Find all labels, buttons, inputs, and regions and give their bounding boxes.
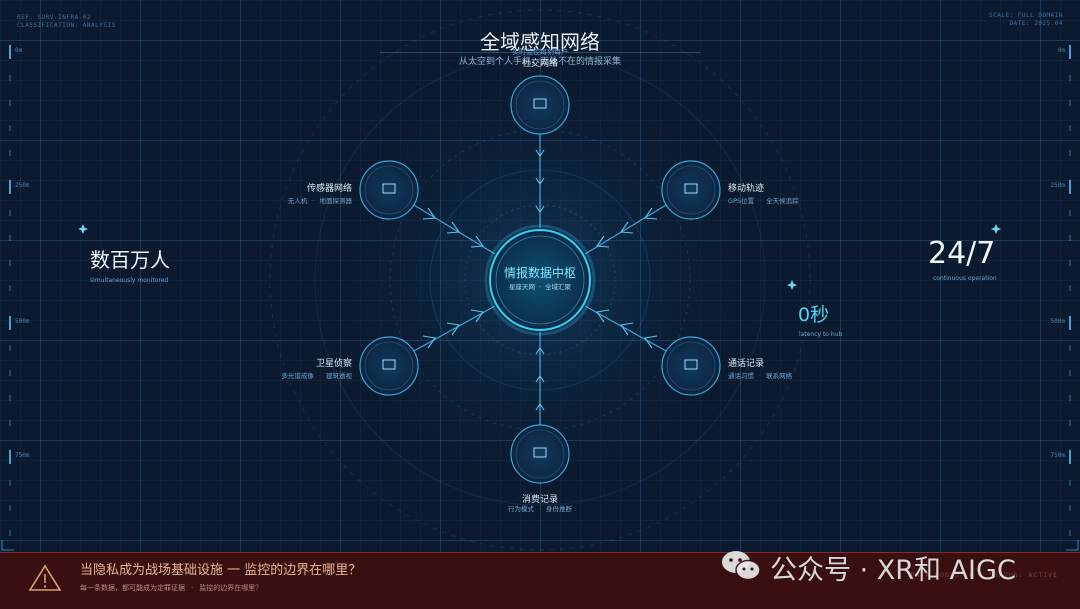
sparkle-icon (991, 224, 1001, 234)
node-upper-left-tags: 无人机·地面探测器 (287, 197, 352, 205)
ruler-right-label: 500m (1050, 318, 1065, 325)
node-upper-right-tags: GPS位置·全天候追踪 (728, 197, 799, 205)
node-bottom-tags: 行为模式·身份推断 (507, 505, 573, 513)
stat-operation-value: 24/7 (928, 236, 996, 271)
ruler-left-label: 250m (15, 182, 30, 189)
node-lower-left-tags: 多光谱成像·建筑透视 (281, 372, 352, 380)
hub-tags: 星座天网·全域汇聚 (508, 283, 572, 291)
ruler-right-label: 0m (1057, 47, 1065, 54)
wechat-icon (722, 551, 761, 581)
stat-latency-value: 0秒 (798, 304, 830, 326)
node-bottom[interactable] (510, 424, 570, 484)
node-lower-right-icon (684, 359, 698, 370)
ruler-left-label: 500m (15, 318, 30, 325)
warning-icon (28, 564, 62, 591)
ruler-left-label: 750m (15, 452, 30, 459)
connector-upper-left (413, 204, 496, 255)
title-divider (380, 52, 700, 53)
node-upper-left-label: 传感器网络 (306, 184, 352, 194)
node-top-label: 社交网络 (521, 59, 558, 69)
node-upper-right-icon (684, 183, 698, 194)
node-top-icon (533, 98, 547, 109)
node-lower-left-icon (382, 359, 396, 370)
connector-upper-right (584, 204, 667, 255)
hub-node[interactable] (484, 224, 596, 336)
sparkle-icon (78, 224, 88, 234)
watermark-text: 公众号 · XR和 AIGC (770, 555, 1016, 586)
node-lower-right-label: 通话记录 (728, 359, 765, 369)
stat-operation-caption: continuous operation (933, 275, 997, 282)
node-lower-left[interactable] (359, 336, 419, 396)
page-subtitle: 从太空到个人手机，无处不在的情报采集 (458, 57, 621, 67)
node-upper-right-label: 移动轨迹 (728, 184, 765, 194)
node-bottom-label: 消费记录 (521, 495, 558, 505)
footer-title: 当隐私成为战场基础设施 一 监控的边界在哪里？ (80, 563, 362, 578)
page-subtitle-small: 实时监控每刻每户 (512, 48, 568, 56)
node-lower-right[interactable] (661, 336, 721, 396)
ruler-right-label: 250m (1050, 182, 1065, 189)
ruler-right-label: 750m (1050, 452, 1065, 459)
stat-monitored-value: 数百万人 (90, 248, 170, 272)
ref-code: REF: SURV-INFRA-02 (17, 14, 92, 21)
hub-title: 情报数据中枢 (503, 266, 576, 280)
scale-label: SCALE: FULL DOMAIN (988, 12, 1063, 19)
network-diagram (1, 9, 1079, 551)
sparkle-icon (787, 280, 797, 290)
node-lower-left-label: 卫星侦察 (315, 359, 352, 369)
node-lower-right-tags: 通话习惯·联系网络 (728, 372, 793, 380)
node-upper-left[interactable] (359, 160, 419, 220)
node-upper-left-icon (382, 183, 396, 194)
node-upper-right[interactable] (661, 160, 721, 220)
classification-label: CLASSIFICATION: ANALYSIS (17, 22, 116, 29)
page-title: 全域感知网络 (480, 30, 600, 54)
date-label: DATE: 2025.04 (1009, 20, 1063, 27)
node-top[interactable] (510, 75, 570, 135)
stat-latency-caption: latency to hub (799, 331, 843, 338)
stat-monitored-caption: simultaneously monitored (90, 277, 169, 284)
sparkle-markers (78, 224, 1001, 290)
connector-arrows (422, 149, 658, 411)
footer-warning-bar: 当隐私成为战场基础设施 一 监控的边界在哪里？ 每一条数据，都可能成为定罪证据·… (0, 552, 1080, 609)
footer-status: DATA NODES: 6 | STATUS: ACTIVE (910, 571, 1058, 579)
node-bottom-icon (533, 447, 547, 458)
footer-subtitle: 每一条数据，都可能成为定罪证据·监控的边界在哪里？ (80, 584, 263, 592)
ruler-left-label: 0m (15, 47, 23, 54)
corner-brackets (1, 540, 1079, 551)
